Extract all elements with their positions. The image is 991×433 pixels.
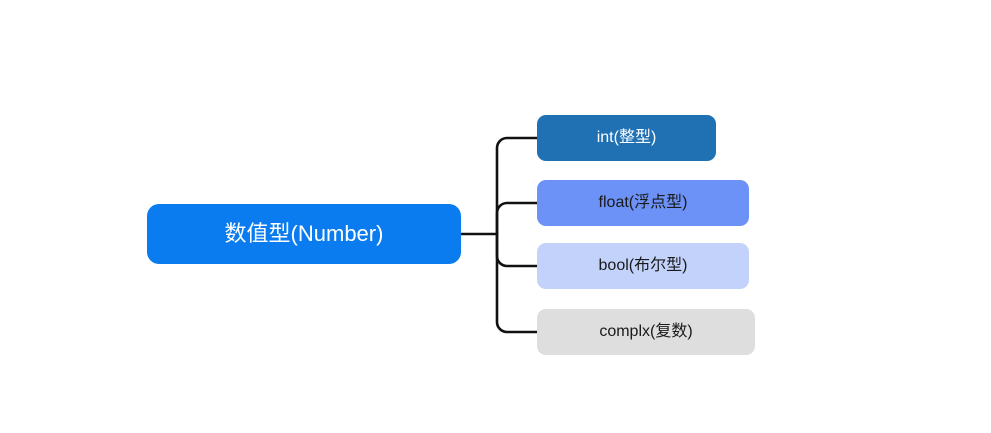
connector-branch-complx [495, 232, 539, 334]
mindmap-child-node-int[interactable]: int(整型) [537, 115, 716, 161]
mindmap-child-label-float: float(浮点型) [598, 193, 688, 211]
mindmap-child-label-int: int(整型) [596, 128, 657, 146]
mindmap-child-label-complx: complx(复数) [599, 322, 693, 340]
connector-branch-int [495, 136, 539, 236]
mindmap-child-node-complx[interactable]: complx(复数) [537, 309, 755, 355]
mindmap-child-label-bool: bool(布尔型) [598, 256, 688, 274]
connector-branch-bool [495, 232, 539, 268]
mindmap-root-label: 数值型(Number) [224, 221, 384, 247]
mindmap-root-node[interactable]: 数值型(Number) [147, 204, 461, 264]
mindmap-child-node-float[interactable]: float(浮点型) [537, 180, 749, 226]
connector-branch-float [495, 201, 539, 236]
mindmap-child-node-bool[interactable]: bool(布尔型) [537, 243, 749, 289]
